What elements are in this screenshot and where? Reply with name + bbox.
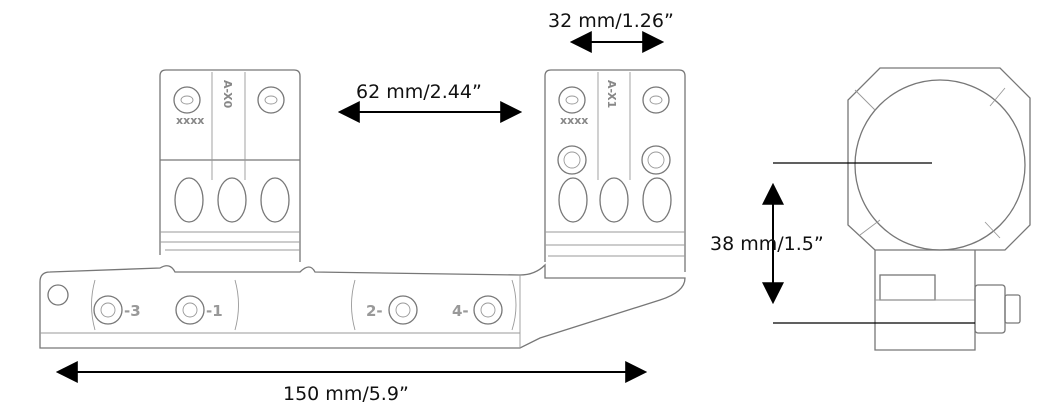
- screw-label: -1: [206, 302, 223, 320]
- side-view: [847, 67, 1031, 351]
- serial-marking-front: xxxx: [176, 114, 204, 127]
- mount-base: -3 -1 2- 4-: [39, 263, 686, 349]
- overall-length-label: 150 mm/5.9”: [283, 383, 409, 405]
- rear-ring-marking: A-X1: [605, 80, 618, 108]
- front-ring: xxxx A-X0: [159, 69, 301, 262]
- ring-spacing-label: 62 mm/2.44”: [356, 81, 482, 103]
- center-height-label: 38 mm/1.5”: [710, 233, 824, 255]
- screw-label: 2-: [366, 302, 383, 320]
- screw-label: 4-: [452, 302, 469, 320]
- rear-ring: xxxx A-X1: [544, 69, 686, 272]
- serial-marking-rear: xxxx: [560, 114, 588, 127]
- ring-width-label: 32 mm/1.26”: [548, 10, 674, 32]
- screw-label: -3: [124, 302, 141, 320]
- front-ring-marking: A-X0: [221, 80, 234, 109]
